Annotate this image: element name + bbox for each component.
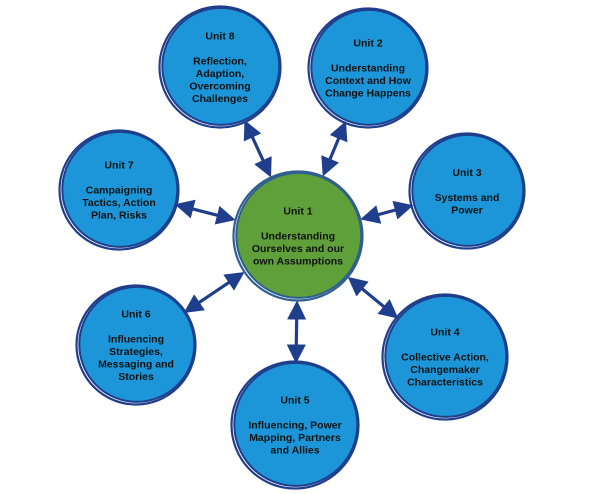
unit-8-node-title: Unit 8 [205,30,234,42]
unit-5-node-line: Mapping, Partners [249,432,341,444]
unit-1-node-line: own Assumptions [253,256,343,268]
unit-7-node-line: Tactics, Action [82,197,156,209]
unit-8-node-outer-ring [158,5,282,129]
unit-1-node-line: Understanding [261,231,335,243]
unit-2-node-line: Context and How [325,75,412,87]
unit-8-node-line: Challenges [192,93,248,105]
unit-8-node: Unit 8 Reflection,Adaption,OvercomingChal… [158,5,282,129]
arrow-unit-4 [347,276,399,319]
unit-5-node-line: and Allies [270,445,319,457]
unit-6-node-line: Influencing [108,333,164,345]
unit-4-node: Unit 4 Collective Action,ChangemakerChara… [381,293,509,421]
unit-2-node-line: Change Happens [325,88,411,100]
unit-1-node-circle [235,171,363,299]
unit-4-node-line: Characteristics [407,377,483,389]
unit-6-node-line: Messaging and [98,358,174,370]
unit-4-node-line: Collective Action, [401,352,489,364]
unit-8-node-line: Adaption, [196,68,244,80]
unit-3-node-outer-ring [408,132,526,250]
unit-3-node-line: Power [451,204,483,216]
unit-6-node-line: Stories [118,371,154,383]
unit-6-node-title: Unit 6 [121,308,150,320]
unit-2-node-circle [310,8,428,126]
unit-5-node-line: Influencing, Power [248,420,341,432]
unit-3-node-circle [411,133,525,247]
unit-5-node-title: Unit 5 [280,395,309,407]
unit-7-node-title: Unit 7 [104,160,133,172]
unit-2-node-line: Understanding [331,63,405,75]
unit-4-node-title: Unit 4 [430,327,459,339]
unit-1-node-title: Unit 1 [283,206,312,218]
unit-7-node-line: Plan, Risks [91,210,147,222]
unit-6-node-circle [78,285,196,403]
arrow-unit-6 [183,271,245,313]
unit-4-node-circle [384,294,508,418]
unit-3-node-line: Systems and [435,192,500,204]
unit-8-node-circle [161,6,281,126]
arrow-unit-3 [360,200,414,224]
unit-5-node-outer-ring [230,360,360,490]
arrow-unit-2 [321,120,348,177]
arrow-unit-8 [243,120,272,178]
unit-4-node-line: Changemaker [410,364,479,376]
arrow-unit-7 [174,199,236,225]
unit-1-node-outer-ring [232,170,364,302]
unit-5-node-circle [233,361,359,487]
unit-8-node-line: Reflection, [193,55,247,67]
unit-7-node-circle [61,130,179,248]
unit-2-node-outer-ring [307,7,429,129]
unit-8-node-line: Overcoming [189,80,250,92]
connector-arrows [174,120,414,364]
unit-4-node-outer-ring [381,293,509,421]
unit-6-node-outer-ring [75,284,197,406]
unit-2-node-title: Unit 2 [353,38,382,50]
unit-7-node-outer-ring [58,129,180,251]
unit-3-node-title: Unit 3 [452,167,481,179]
arrow-unit-5 [286,300,307,364]
unit-6-node-line: Strategies, [109,346,163,358]
unit-7-node-line: Campaigning [86,185,153,197]
unit-1-node-line: Ourselves and our [252,243,344,255]
